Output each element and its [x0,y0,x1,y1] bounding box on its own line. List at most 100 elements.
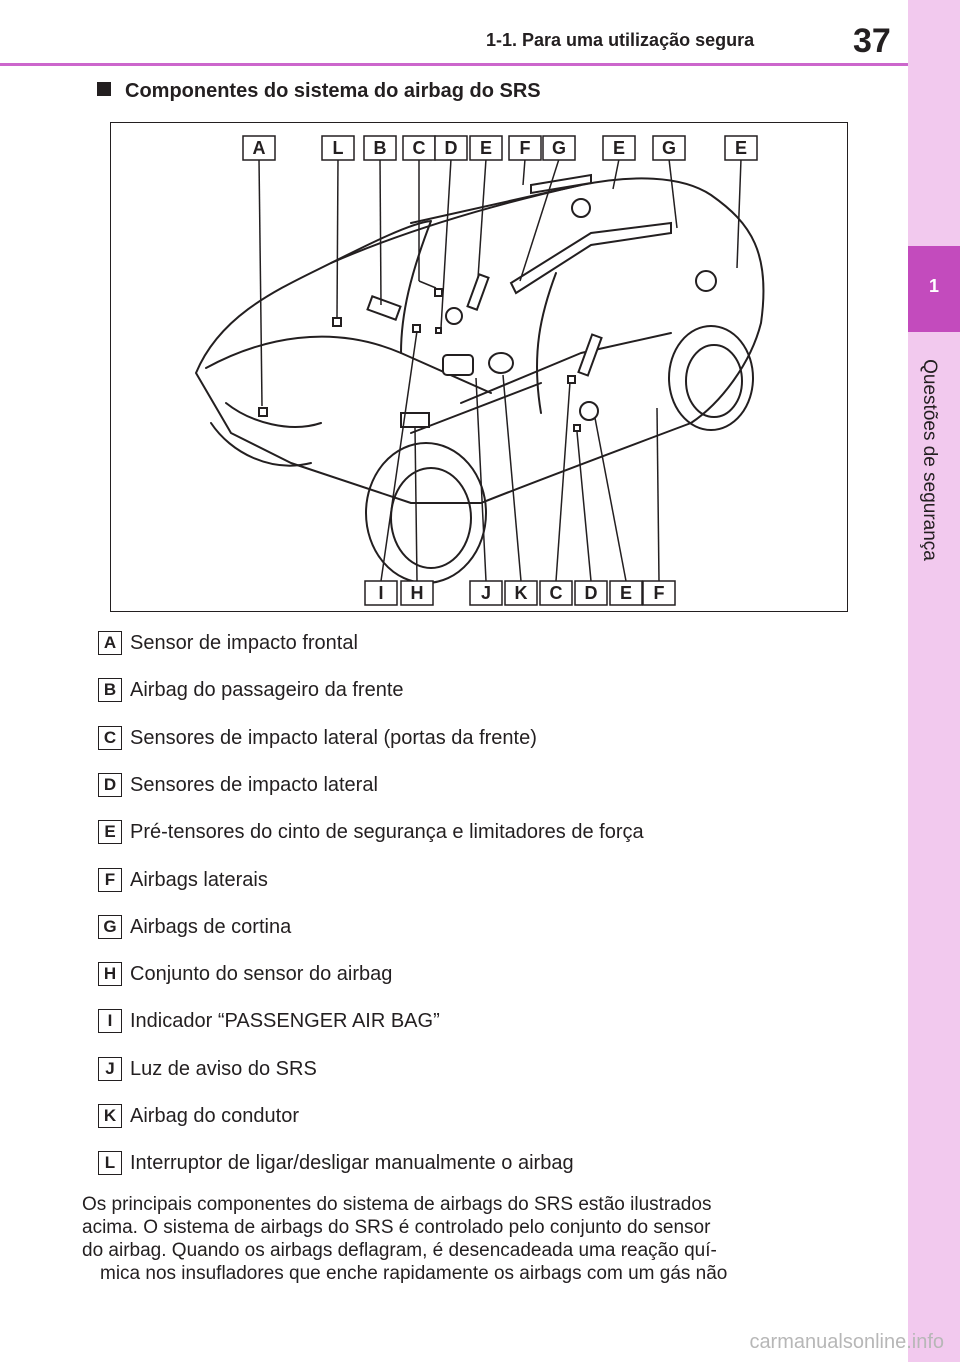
bottom-callout-box [469,580,503,606]
bottom-callout-letter: H [411,583,424,603]
bottom-callout-2: J [469,580,503,606]
legend-letter-box: D [98,772,122,797]
legend-letter-box: L [98,1151,122,1176]
legend-letter-box: I [98,1009,122,1034]
bottom-callout-letter: I [378,583,383,603]
bottom-callout-6: E [609,580,643,606]
legend-letter-box: K [98,1104,122,1128]
legend-letter-box: H [98,962,122,987]
chapter-title: Questões de segurança [919,359,940,561]
top-callout-6: F [508,135,542,161]
chapter-side-tab [908,0,960,1362]
top-callout-box [724,135,758,161]
top-callout-letter: C [413,138,426,158]
running-header-title: 1-1. Para uma utilização segura [486,30,755,50]
top-callout-box [242,135,276,161]
watermark: carmanualsonline.info [749,1331,944,1353]
top-callout-letter: D [445,138,458,158]
top-callout-5: E [469,135,503,161]
top-callout-box [321,135,355,161]
chapter-tab-active[interactable] [908,246,960,332]
body-line: acima. O sistema de airbags do SRS é con… [82,1217,711,1238]
top-callout-7: G [542,135,576,161]
top-callout-box [434,135,468,161]
legend-description: Conjunto do sensor do airbag [130,963,393,986]
top-callout-3: C [402,135,436,161]
chapter-number: 1 [928,276,939,296]
top-callout-box [363,135,397,161]
top-callout-box [508,135,542,161]
body-line: Os principais componentes do sistema de … [82,1194,712,1215]
top-callout-letter: F [520,138,531,158]
top-callout-box [652,135,686,161]
bottom-callout-box [539,580,573,606]
bottom-callout-5: D [574,580,608,606]
legend-letter-box: E [98,820,122,845]
top-callout-box [402,135,436,161]
legend-description: Luz de aviso do SRS [130,1057,317,1080]
top-callout-10: E [724,135,758,161]
bottom-callout-4: C [539,580,573,606]
section-heading-text: Componentes do sistema do airbag do SRS [125,80,541,102]
top-callout-letter: E [480,138,492,158]
top-callout-0: A [242,135,276,161]
leader-lines [258,158,742,582]
top-callout-box [542,135,576,161]
bottom-callout-letter: E [620,583,632,603]
car-outline [195,177,765,584]
bottom-callout-letter: C [550,583,563,603]
section-heading: Componentes do sistema do airbag do SRS [97,80,541,103]
bottom-callout-letter: K [515,583,528,603]
top-callout-letter: E [735,138,747,158]
legend-description: Airbag do passageiro da frente [130,679,404,702]
legend-description: Sensores de impacto lateral (portas da f… [130,726,537,749]
bottom-callout-3: K [504,580,538,606]
top-callout-9: G [652,135,686,161]
legend-letter-box: C [98,725,122,750]
top-callout-box [469,135,503,161]
legend-description: Sensor de impacto frontal [130,632,358,654]
bottom-callout-box [574,580,608,606]
legend-description: Interruptor de ligar/desligar manualment… [130,1152,574,1175]
legend-letter-box: J [98,1056,122,1081]
body-line: mica nos insufladores que enche rapidame… [100,1263,728,1284]
top-callout-4: D [434,135,468,161]
bottom-callout-1: H [400,580,434,606]
bottom-callout-7: F [642,580,676,606]
body-paragraph: Os principais componentes do sistema de … [82,1193,862,1285]
legend-description: Pré-tensores do cinto de segurança e lim… [130,821,644,844]
page-number: 37 [853,22,891,60]
bottom-callout-box [609,580,643,606]
top-callout-letter: E [613,138,625,158]
legend-description: Indicador “PASSENGER AIR BAG” [130,1010,440,1033]
header-divider [0,63,908,66]
bottom-callout-letter: J [481,583,491,603]
legend-description: Sensores de impacto lateral [130,773,378,796]
legend-description: Airbags laterais [130,868,268,891]
top-callout-box [602,135,636,161]
bottom-callout-box [504,580,538,606]
legend-letter-box: G [98,914,122,939]
top-callout-letter: A [253,138,266,158]
bottom-callout-box [400,580,434,606]
square-bullet-icon [97,82,111,96]
legend-letter-box: B [98,678,122,703]
top-callout-1: L [321,135,355,161]
body-line: do airbag. Quando os airbags deflagram, … [82,1240,717,1261]
top-callout-letter: G [552,138,566,158]
top-callout-2: B [363,135,397,161]
top-callout-letter: L [333,138,344,158]
legend-letter-box: A [98,631,122,655]
top-callout-letter: G [662,138,676,158]
bottom-callout-box [642,580,676,606]
component-shapes [258,173,717,432]
top-callout-letter: B [374,138,387,158]
bottom-callout-box [364,580,398,606]
bottom-callout-letter: F [654,583,665,603]
legend-letter-box: F [98,867,122,892]
bottom-callout-0: I [364,580,398,606]
